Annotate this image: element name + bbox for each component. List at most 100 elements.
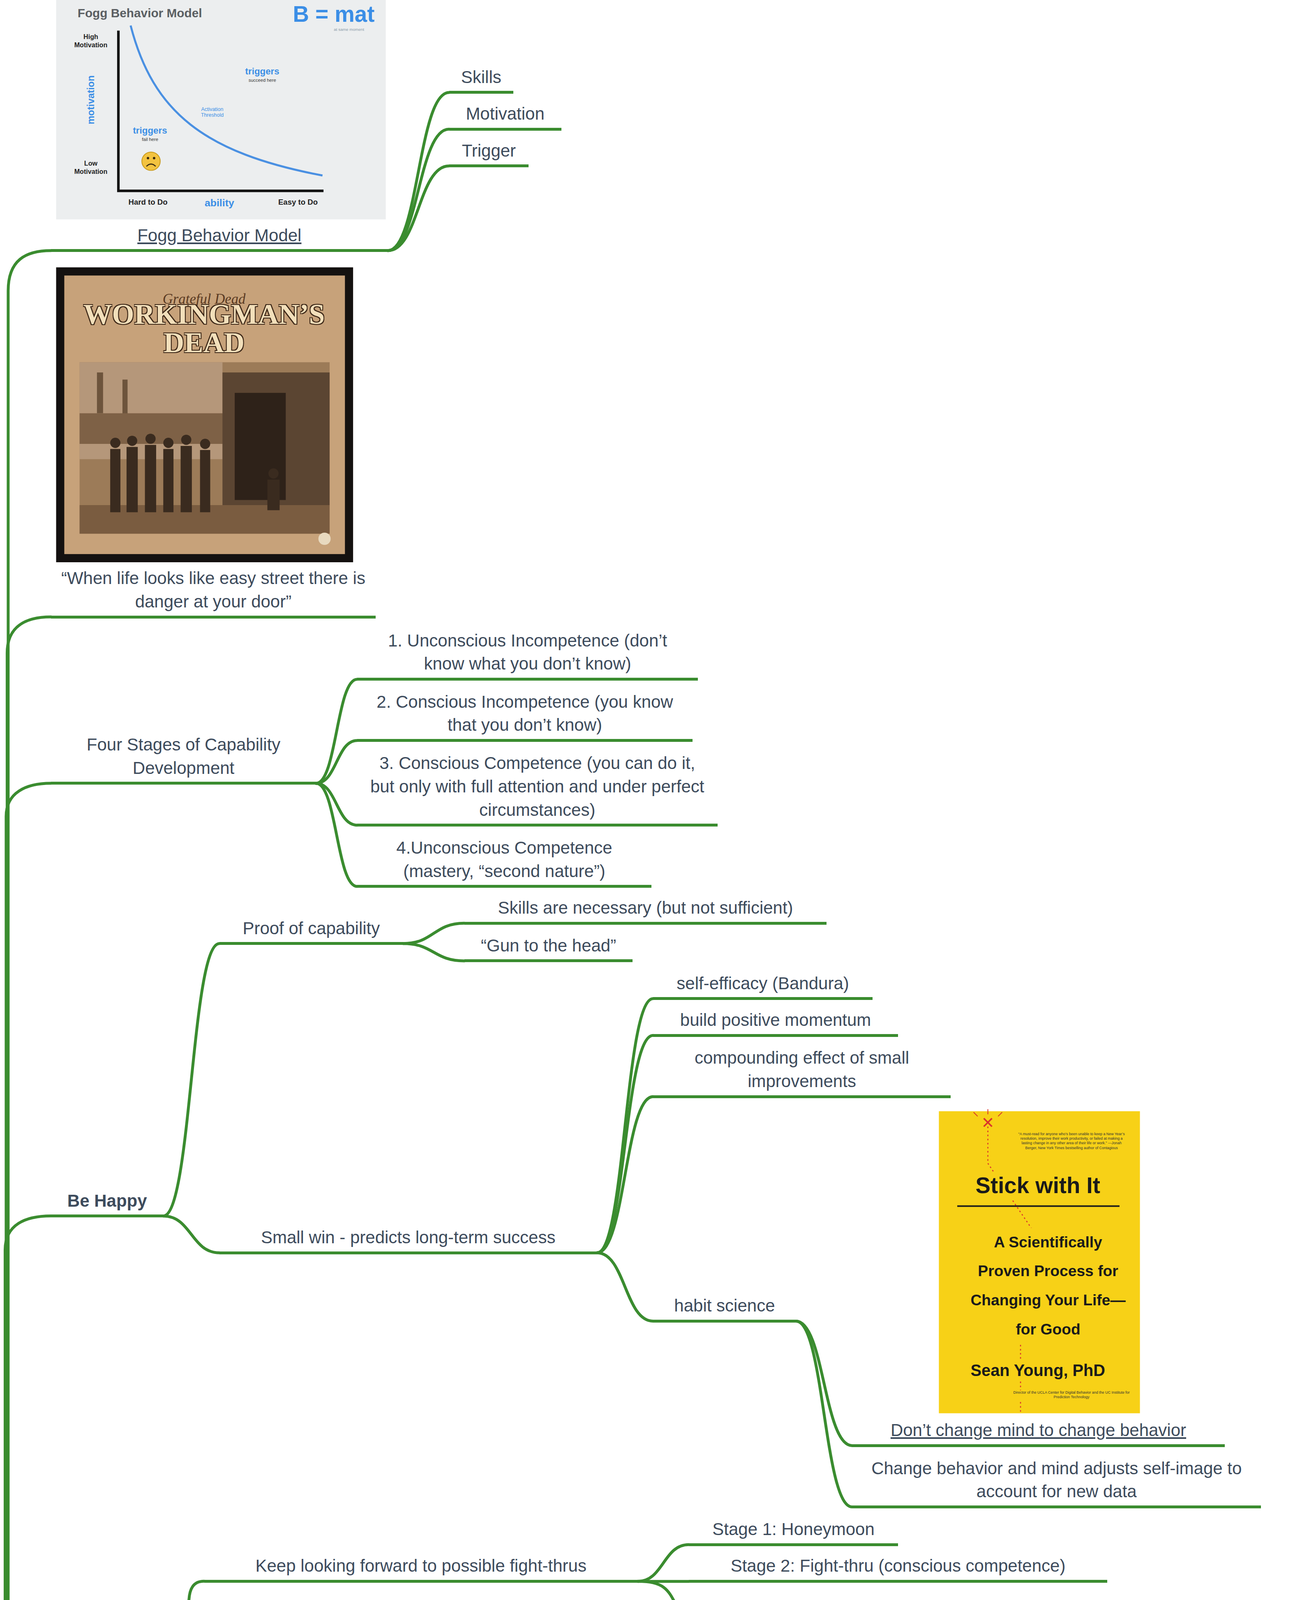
branch-lines — [4, 250, 676, 1600]
figure-label: Hard to Do — [128, 197, 168, 207]
face-frown — [146, 163, 156, 167]
branch-line — [6, 616, 51, 1600]
book-x-rays — [973, 1109, 1003, 1117]
person — [267, 479, 280, 511]
topic-node: Skills — [449, 65, 514, 95]
threshold-curve — [130, 25, 323, 176]
branch-connector — [597, 1035, 654, 1253]
figure-label: B = mat — [293, 0, 375, 28]
topic-node: Proof of capability — [219, 916, 404, 946]
branch-connector — [403, 943, 465, 961]
figure-label: succeed here — [248, 77, 277, 84]
figure-label: Fogg Behavior Model — [77, 5, 203, 21]
branch-connector — [387, 92, 450, 251]
topic-text: Stage 2: Fight-thru (conscious competenc… — [697, 1554, 1100, 1578]
topic-text: Motivation — [457, 102, 554, 126]
topic-text: Trigger — [457, 139, 521, 163]
chart-background — [56, 0, 386, 220]
branch-connector — [597, 998, 654, 1253]
face-eye — [146, 157, 150, 160]
person — [145, 444, 157, 513]
book-cover — [938, 1109, 1140, 1414]
branch-line — [8, 250, 51, 1600]
topic-text: Be Happy — [59, 1189, 155, 1213]
branch-connector — [387, 166, 450, 251]
branch-connector — [796, 1321, 853, 1446]
album-photo — [79, 362, 330, 534]
figure-label: WORKINGMAN’S DEAD — [63, 300, 345, 358]
branch-line — [637, 1581, 676, 1600]
topic-node: 1. Unconscious Incompetence (don’t know … — [357, 629, 698, 681]
topic-text: Proof of capability — [227, 916, 395, 941]
topic-text: Keep looking forward to possible fight-t… — [212, 1554, 630, 1578]
branch-connector — [597, 1096, 654, 1253]
topic-node: build positive momentum — [653, 1008, 899, 1037]
label-logo — [318, 532, 331, 545]
figure-label: Director of the UCLA Center for Digital … — [1010, 1390, 1133, 1400]
topic-node: 2. Conscious Incompetence (you know that… — [357, 690, 693, 742]
person — [200, 450, 211, 513]
book-x-mark — [983, 1118, 993, 1127]
topic-text: Don’t change mind to change behavior — [860, 1418, 1217, 1443]
person — [126, 435, 138, 446]
branch-connector — [163, 943, 220, 1217]
branch-connector — [637, 1544, 689, 1582]
figure-label: triggers — [132, 124, 167, 137]
topic-text: 3. Conscious Competence (you can do it, … — [365, 751, 709, 822]
sad-face — [141, 152, 161, 171]
topic-node: Stage 1: Honeymoon — [688, 1517, 899, 1547]
person — [200, 438, 211, 450]
figure-label: at same moment — [333, 27, 365, 33]
person — [268, 468, 279, 479]
album-frame — [56, 267, 354, 563]
figure-label: Sean Young, PhD — [970, 1360, 1106, 1381]
topic-node: Change behavior and mind adjusts self-im… — [851, 1456, 1261, 1509]
figure-label: Activation Threshold — [196, 106, 228, 119]
topic-text: Skills — [457, 65, 506, 90]
topic-node: Motivation — [449, 102, 562, 131]
photo-chimney — [96, 372, 104, 414]
figure-label: motivation — [85, 75, 97, 125]
topic-node: Small win - predicts long-term success — [219, 1226, 598, 1255]
person — [110, 437, 121, 448]
topic-node: compounding effect of small improvements — [653, 1046, 951, 1098]
branch-connector — [796, 1321, 853, 1508]
branch-connector — [387, 129, 450, 251]
topic-node: 3. Conscious Competence (you can do it, … — [357, 751, 718, 827]
topic-node: Don’t change mind to change behavior — [851, 1418, 1225, 1448]
figure-label: High Motivation — [69, 32, 113, 49]
topic-text: 4.Unconscious Competence (mastery, “seco… — [365, 836, 644, 883]
branch-connector — [316, 740, 358, 784]
figure-label: Stick with It — [975, 1172, 1101, 1200]
topic-node: “Gun to the head” — [464, 934, 633, 963]
figure-label: A Scientifically Proven Process for Chan… — [966, 1227, 1130, 1344]
topic-text: Change behavior and mind adjusts self-im… — [860, 1456, 1253, 1504]
topic-text: Skills are necessary (but not sufficient… — [472, 896, 819, 920]
branch-connector — [403, 923, 465, 944]
branch-connector — [316, 783, 358, 826]
topic-node: Fogg Behavior Model — [50, 223, 388, 253]
branch-line — [6, 783, 51, 1600]
topic-node: Skills are necessary (but not sufficient… — [464, 896, 827, 925]
topic-node: habit science — [653, 1294, 797, 1323]
topic-node: “When life looks like easy street there … — [50, 566, 376, 619]
topic-node: Trigger — [449, 139, 529, 168]
branch-connector — [316, 679, 358, 784]
branch-line — [188, 1581, 204, 1600]
topic-text: 2. Conscious Incompetence (you know that… — [365, 690, 685, 737]
person — [163, 437, 174, 448]
topic-text: habit science — [661, 1294, 788, 1318]
person — [181, 434, 192, 446]
chart-axes — [118, 30, 324, 191]
topic-node: Be Happy — [50, 1189, 164, 1218]
figure-label: Low Motivation — [69, 159, 113, 176]
topic-text: 1. Unconscious Incompetence (don’t know … — [365, 629, 690, 676]
branch-connector — [163, 1216, 220, 1253]
topic-node: 4.Unconscious Competence (mastery, “seco… — [357, 836, 652, 888]
album-cover — [56, 267, 354, 563]
branch-connector — [316, 783, 358, 887]
person — [126, 446, 138, 513]
person — [110, 448, 121, 513]
topic-text: “Gun to the head” — [472, 934, 625, 958]
figure-label: “A must-read for anyone who’s been unabl… — [1015, 1131, 1128, 1151]
